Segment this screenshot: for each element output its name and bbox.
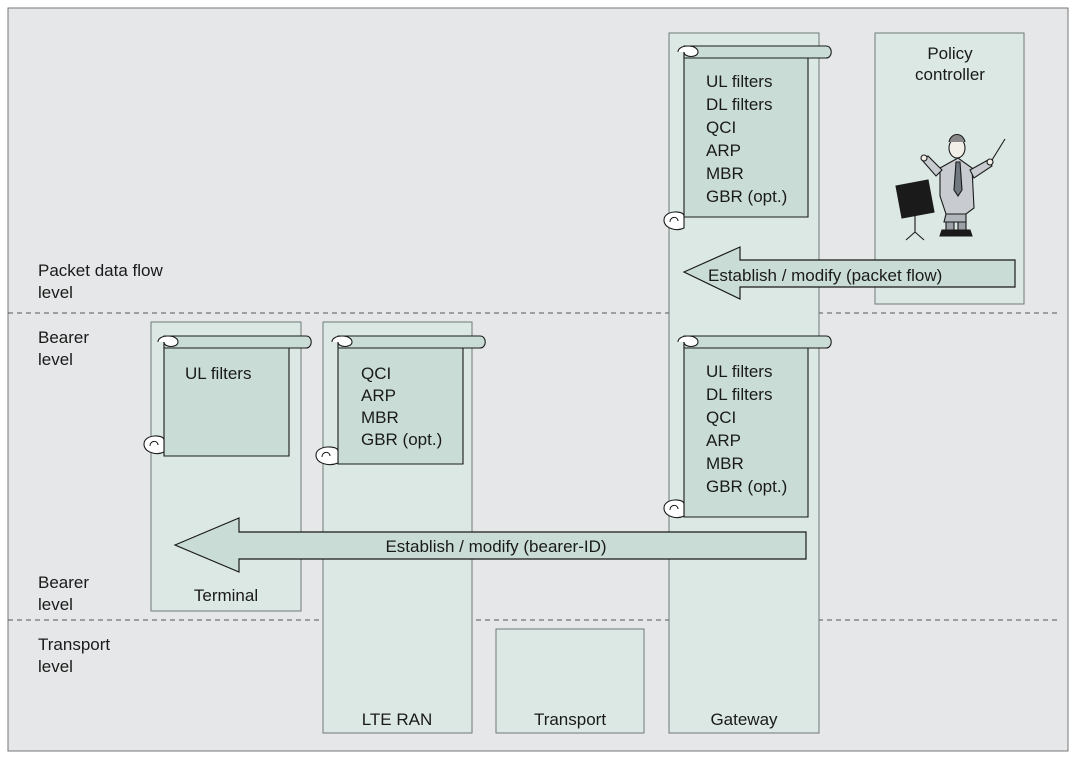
transport-label: Transport	[534, 710, 606, 729]
gateway-bearer-scroll: UL filters DL filters QCI ARP MBR GBR (o…	[663, 335, 832, 519]
scroll-line: QCI	[706, 118, 736, 137]
scroll-line: ARP	[706, 431, 741, 450]
lte-ran-scroll: QCI ARP MBR GBR (opt.)	[315, 335, 486, 466]
packet-flow-arrow: Establish / modify (packet flow)	[682, 246, 1016, 300]
scroll-line: ARP	[361, 386, 396, 405]
svg-text:Transport: Transport	[38, 635, 110, 654]
svg-text:controller: controller	[915, 65, 985, 84]
svg-text:level: level	[38, 657, 73, 676]
level-label-transport: Transport level	[38, 635, 110, 676]
terminal-scroll: UL filters	[143, 335, 312, 457]
scroll-line: UL filters	[706, 72, 772, 91]
scroll-line: UL filters	[185, 364, 251, 383]
policy-controller-label: Policy controller	[915, 44, 985, 84]
scroll-line: GBR (opt.)	[706, 477, 787, 496]
level-label-bearer-top: Bearer level	[38, 328, 89, 369]
gateway-label: Gateway	[710, 710, 778, 729]
svg-text:Bearer: Bearer	[38, 328, 89, 347]
scroll-line: ARP	[706, 141, 741, 160]
svg-text:level: level	[38, 595, 73, 614]
conductor-icon	[895, 133, 1006, 241]
scroll-line: QCI	[361, 364, 391, 383]
bearer-arrow: Establish / modify (bearer-ID)	[173, 517, 807, 573]
svg-text:Packet data flow: Packet data flow	[38, 261, 163, 280]
svg-text:level: level	[38, 283, 73, 302]
svg-text:Policy: Policy	[927, 44, 973, 63]
scroll-line: MBR	[706, 164, 744, 183]
transport-box	[495, 628, 645, 734]
scroll-line: DL filters	[706, 385, 772, 404]
packet-flow-arrow-label: Establish / modify (packet flow)	[708, 266, 942, 285]
scroll-line: GBR (opt.)	[706, 187, 787, 206]
level-label-bearer-bottom: Bearer level	[38, 573, 89, 614]
scroll-line: MBR	[706, 454, 744, 473]
lte-ran-label: LTE RAN	[362, 710, 433, 729]
svg-text:Bearer: Bearer	[38, 573, 89, 592]
bearer-arrow-label: Establish / modify (bearer-ID)	[385, 537, 606, 556]
scroll-line: GBR (opt.)	[361, 430, 442, 449]
svg-text:level: level	[38, 350, 73, 369]
scroll-line: QCI	[706, 408, 736, 427]
scroll-line: MBR	[361, 408, 399, 427]
level-label-packet-flow: Packet data flow level	[38, 261, 163, 302]
terminal-label: Terminal	[194, 586, 258, 605]
scroll-line: UL filters	[706, 362, 772, 381]
scroll-line: DL filters	[706, 95, 772, 114]
gateway-packet-scroll: UL filters DL filters QCI ARP MBR GBR (o…	[663, 45, 832, 231]
